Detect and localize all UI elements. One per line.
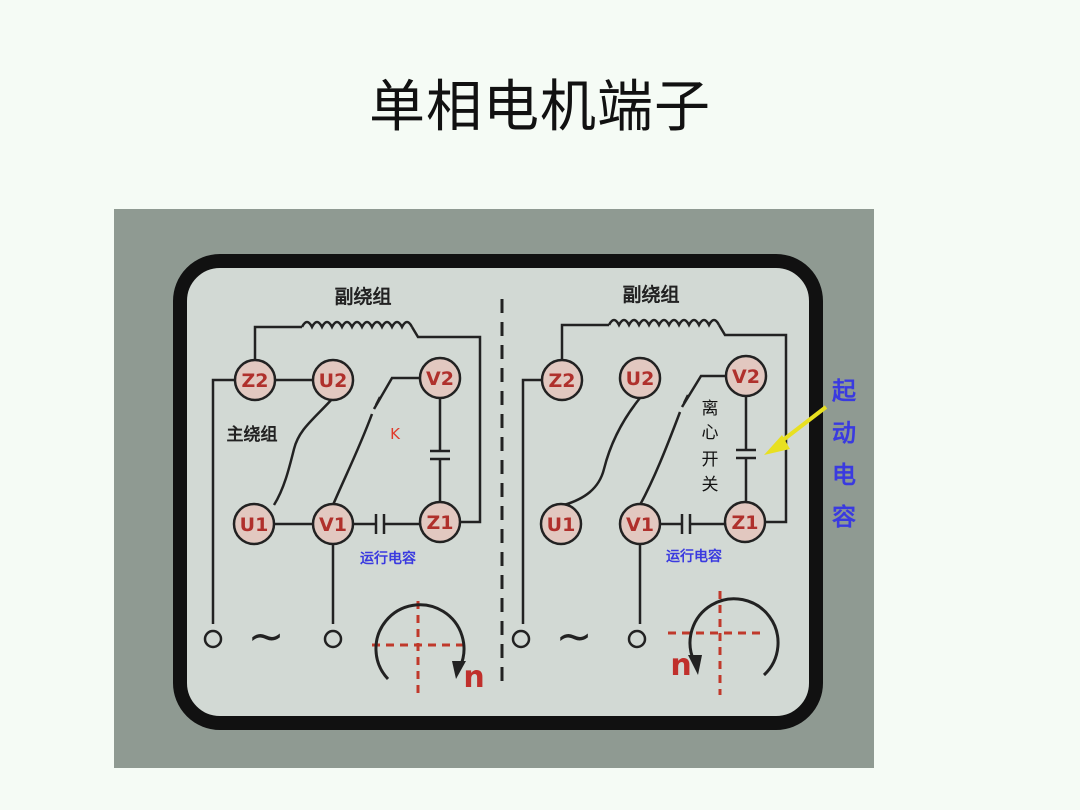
rotation-symbol-right: n	[668, 591, 780, 695]
start-capacitor-char: 容	[832, 503, 856, 531]
terminal-u1-right: U1	[547, 514, 576, 536]
right-supply-terminals	[511, 629, 647, 649]
right-wiring	[521, 318, 788, 624]
start-capacitor-char: 动	[832, 419, 856, 447]
terminal-u1-left: U1	[240, 514, 269, 536]
start-capacitor-char: 电	[832, 461, 856, 489]
rotation-n-right: n	[670, 648, 691, 683]
terminal-z2-right: Z2	[549, 370, 576, 392]
left-supply-terminals	[203, 629, 343, 649]
rotation-symbol-left: n	[372, 601, 485, 697]
ac-symbol-left: ~	[248, 611, 285, 662]
run-capacitor-label-left: 运行电容	[360, 550, 416, 567]
terminal-z1-left: Z1	[427, 512, 454, 534]
slide-title: 单相电机端子	[369, 75, 711, 140]
centrifugal-switch-char: 关	[702, 475, 719, 495]
terminal-v2-left: V2	[426, 368, 454, 390]
main-winding-label: 主绕组	[227, 424, 278, 445]
centrifugal-switch-char: 心	[702, 423, 719, 443]
centrifugal-switch-char: 开	[702, 450, 719, 470]
motor-terminal-diagram: Z2 U2 V2 U1 V1 Z1 副绕组 主绕组 K 运行电容 ~ n Z2	[114, 209, 874, 768]
rotation-n-left: n	[463, 660, 484, 695]
aux-winding-label-right: 副绕组	[622, 283, 679, 306]
centrifugal-switch-label: 离 心 开 关	[702, 399, 719, 495]
diagram-svg: Z2 U2 V2 U1 V1 Z1 副绕组 主绕组 K 运行电容 ~ n Z2	[114, 209, 874, 768]
terminal-v1-right: V1	[626, 514, 654, 536]
ac-symbol-right: ~	[556, 611, 593, 662]
start-capacitor-char: 起	[831, 377, 857, 405]
terminal-u2-right: U2	[626, 368, 655, 390]
terminal-z2-left: Z2	[242, 370, 269, 392]
terminal-u2-left: U2	[319, 370, 348, 392]
right-terminals	[539, 354, 768, 546]
centrifugal-switch-char: 离	[702, 399, 719, 419]
aux-winding-label-left: 副绕组	[334, 285, 391, 308]
start-capacitor-label: 起 动 电 容	[831, 377, 857, 531]
switch-k-label: K	[390, 425, 401, 443]
terminal-z1-right: Z1	[732, 512, 759, 534]
terminal-v2-right: V2	[732, 366, 760, 388]
left-terminals	[232, 356, 462, 546]
terminal-v1-left: V1	[319, 514, 347, 536]
left-wiring	[211, 320, 482, 624]
run-capacitor-label-right: 运行电容	[666, 548, 722, 565]
start-capacitor-arrow	[764, 405, 828, 455]
